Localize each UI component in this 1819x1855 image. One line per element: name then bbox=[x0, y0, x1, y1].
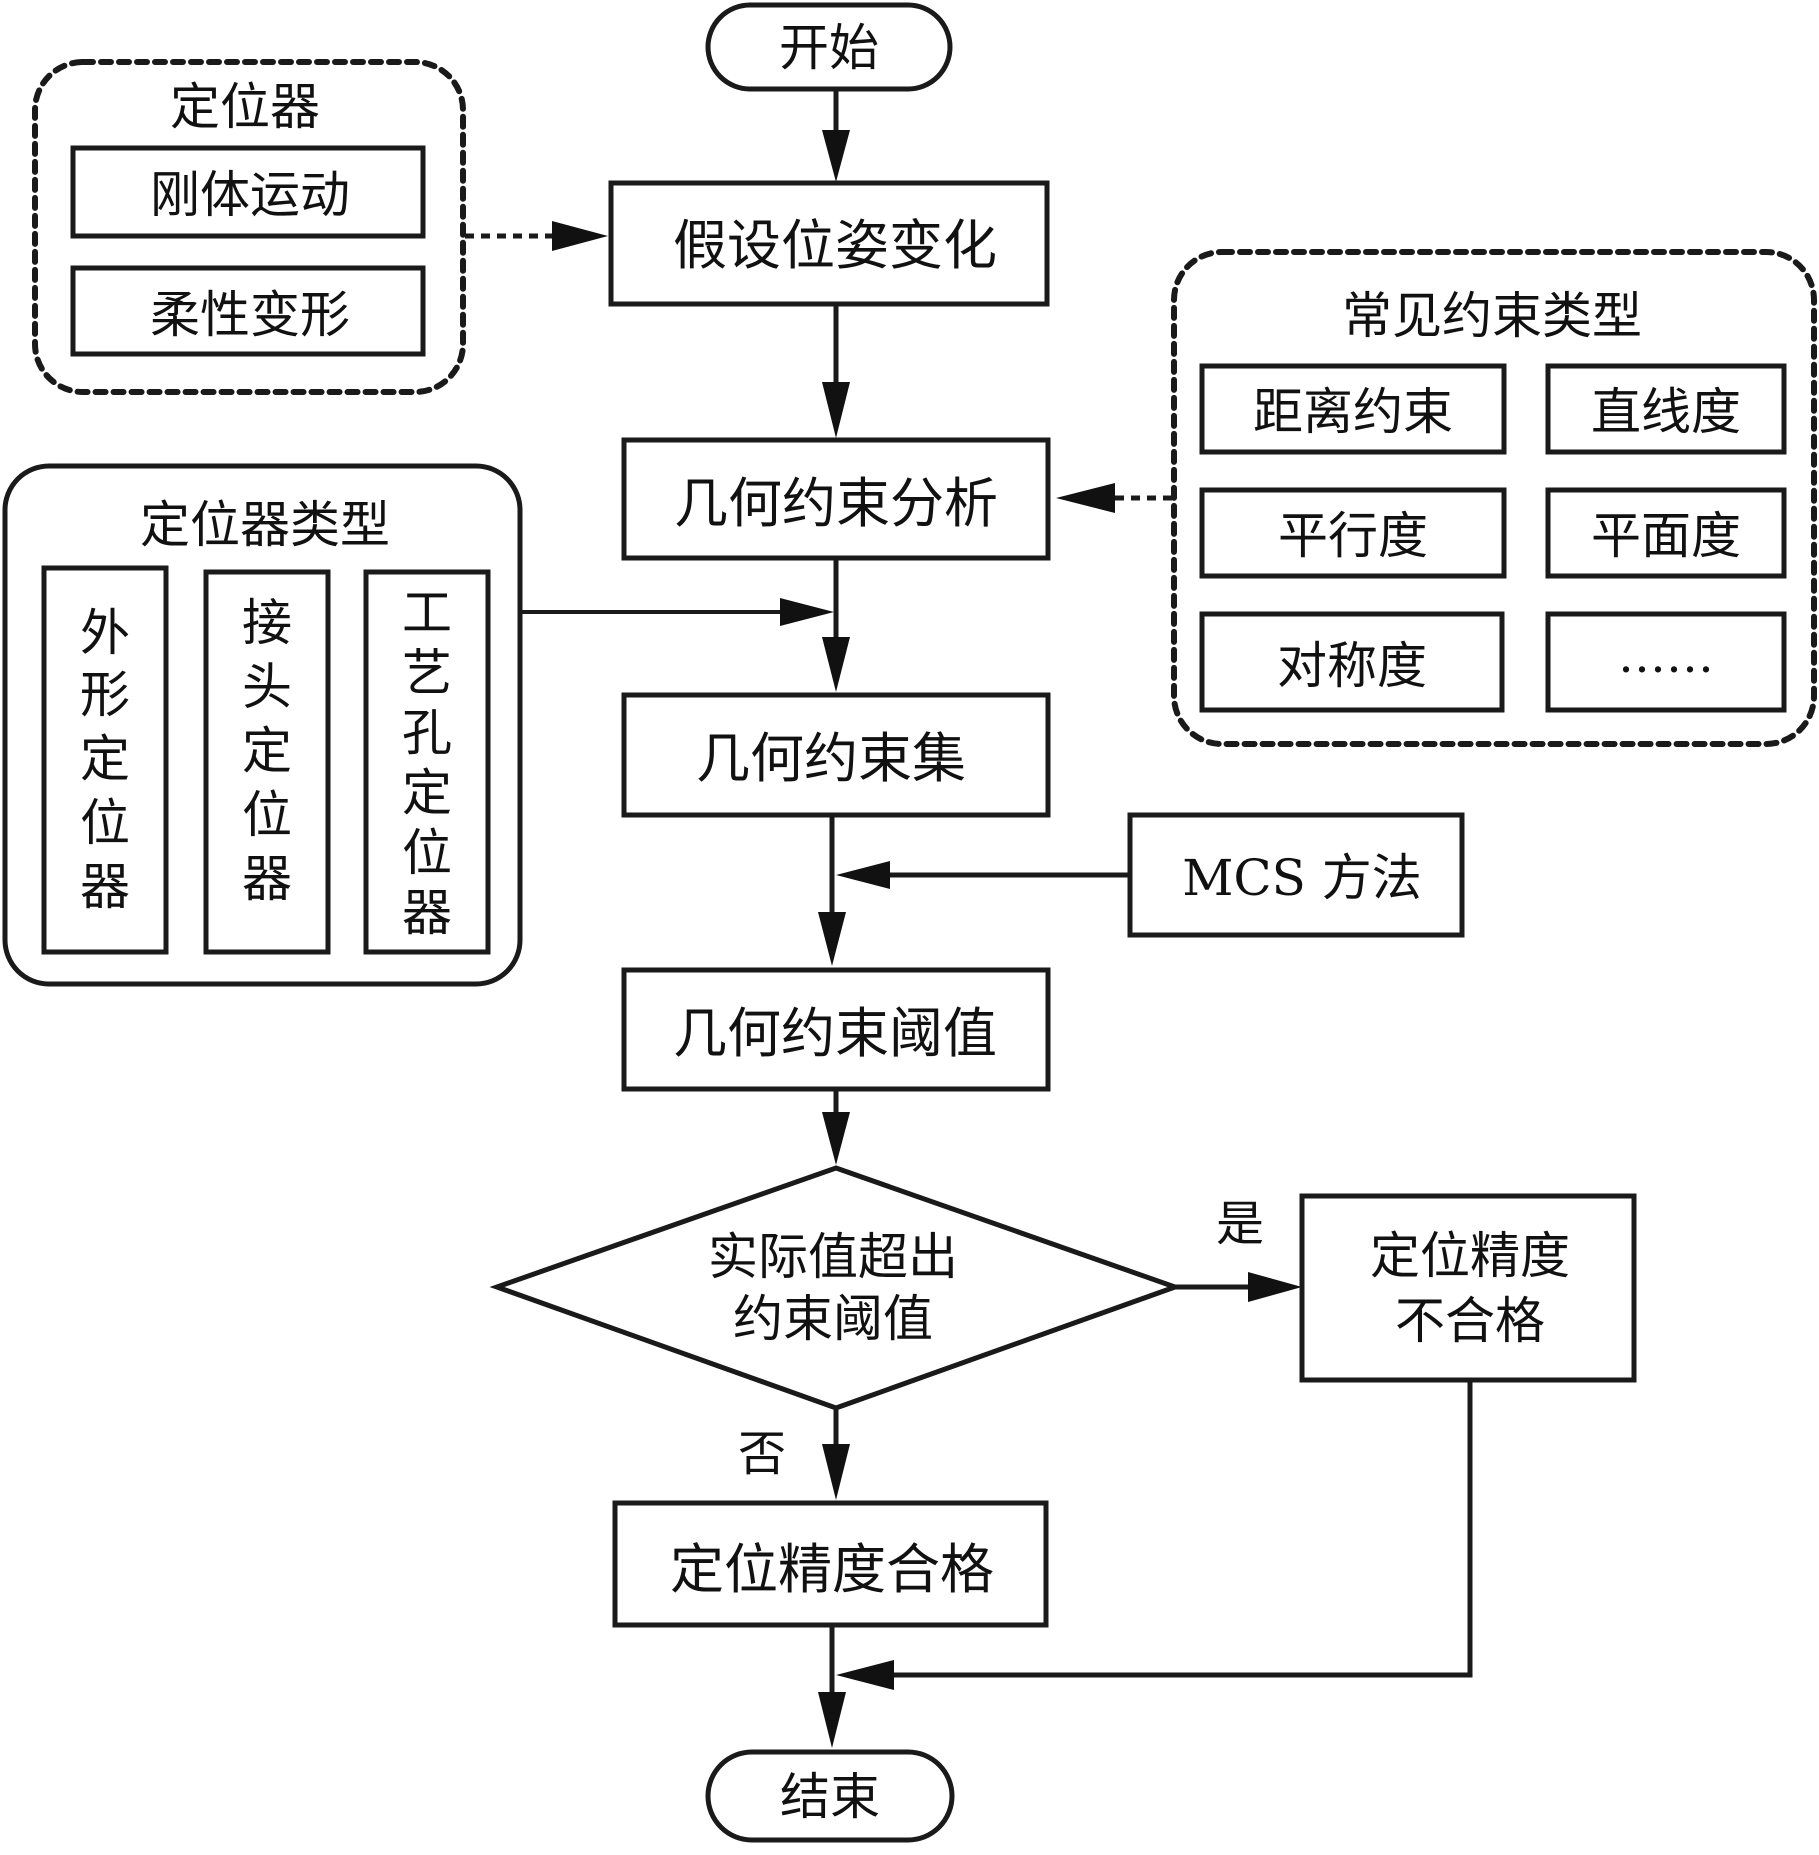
rigid-motion-label: 刚体运动 bbox=[150, 166, 350, 224]
end-node: 结束 bbox=[705, 1749, 955, 1843]
more-types-label: …… bbox=[1618, 628, 1714, 684]
flexible-deformation-label: 柔性变形 bbox=[150, 286, 350, 344]
connector-fail-end bbox=[880, 1380, 1473, 1678]
pose-change-node: 假设位姿变化 bbox=[608, 180, 1050, 307]
svg-text:器: 器 bbox=[80, 858, 130, 916]
arrow-right-icon bbox=[552, 221, 608, 251]
process-hole-locator-label: 工 艺 孔 定 位 器 bbox=[402, 584, 452, 942]
pose-change-label: 假设位姿变化 bbox=[673, 214, 997, 277]
straightness-label: 直线度 bbox=[1591, 383, 1741, 441]
arrow-left-icon bbox=[836, 861, 890, 889]
shape-locator-label: 外 形 定 位 器 bbox=[80, 604, 130, 916]
decision-label-line1: 实际值超出 bbox=[708, 1228, 958, 1286]
svg-text:位: 位 bbox=[242, 786, 292, 844]
svg-text:器: 器 bbox=[242, 850, 292, 908]
no-label: 否 bbox=[738, 1426, 786, 1482]
flatness-label: 平面度 bbox=[1591, 507, 1741, 565]
accuracy-fail-line2: 不合格 bbox=[1395, 1292, 1545, 1350]
parallelism-label: 平行度 bbox=[1278, 507, 1428, 565]
mcs-node: MCS 方法 bbox=[1127, 812, 1465, 938]
locator-group: 定位器 刚体运动 柔性变形 bbox=[32, 59, 466, 395]
accuracy-pass-label: 定位精度合格 bbox=[670, 1538, 994, 1601]
constraint-threshold-node: 几何约束阈值 bbox=[621, 967, 1051, 1092]
joint-locator-label: 接 头 定 位 器 bbox=[242, 594, 292, 908]
arrow-left-icon bbox=[836, 1660, 894, 1690]
constraint-analysis-node: 几何约束分析 bbox=[621, 437, 1051, 561]
svg-text:形: 形 bbox=[80, 666, 130, 724]
distance-constraint-label: 距离约束 bbox=[1253, 383, 1453, 441]
arrow-down-icon bbox=[822, 382, 850, 438]
svg-text:定: 定 bbox=[80, 730, 130, 788]
arrow-right-icon bbox=[1248, 1272, 1302, 1302]
svg-text:位: 位 bbox=[80, 794, 130, 852]
constraint-types-group: 常见约束类型 距离约束 直线度 平行度 平面度 对称度 …… bbox=[1171, 249, 1817, 747]
constraint-set-label: 几何约束集 bbox=[696, 727, 966, 790]
mcs-label: MCS 方法 bbox=[1182, 849, 1422, 907]
arrow-right-icon bbox=[780, 598, 834, 626]
locator-types-title: 定位器类型 bbox=[140, 496, 390, 554]
svg-text:接: 接 bbox=[242, 594, 292, 652]
arrow-down-icon bbox=[822, 130, 850, 182]
accuracy-fail-node: 定位精度 不合格 bbox=[1299, 1193, 1637, 1383]
arrow-left-icon bbox=[1056, 483, 1115, 513]
svg-text:头: 头 bbox=[242, 658, 292, 716]
svg-text:位: 位 bbox=[402, 824, 452, 882]
end-label: 结束 bbox=[780, 1768, 880, 1826]
decision-node: 实际值超出 约束阈值 bbox=[489, 1165, 1183, 1411]
arrow-down-icon bbox=[822, 1112, 850, 1165]
constraint-threshold-label: 几何约束阈值 bbox=[673, 1002, 997, 1065]
arrow-down-icon bbox=[818, 1692, 846, 1748]
arrow-down-icon bbox=[822, 1444, 850, 1500]
yes-label: 是 bbox=[1216, 1196, 1264, 1252]
constraint-set-node: 几何约束集 bbox=[621, 692, 1051, 818]
decision-label-line2: 约束阈值 bbox=[733, 1290, 933, 1348]
svg-text:工: 工 bbox=[402, 584, 452, 642]
arrow-down-icon bbox=[822, 637, 850, 692]
locator-types-group: 定位器类型 外 形 定 位 器 接 头 定 位 器 工 艺 孔 定 位 器 bbox=[2, 463, 523, 987]
symmetry-label: 对称度 bbox=[1277, 637, 1427, 695]
svg-text:艺: 艺 bbox=[402, 644, 452, 702]
svg-text:孔: 孔 bbox=[402, 704, 452, 762]
arrow-down-icon bbox=[818, 912, 846, 966]
svg-text:定: 定 bbox=[242, 722, 292, 780]
svg-text:外: 外 bbox=[80, 604, 130, 662]
start-node: 开始 bbox=[705, 2, 953, 92]
svg-text:定: 定 bbox=[402, 764, 452, 822]
locator-group-title: 定位器 bbox=[170, 78, 320, 136]
constraint-analysis-label: 几何约束分析 bbox=[674, 472, 998, 535]
accuracy-fail-line1: 定位精度 bbox=[1370, 1227, 1570, 1285]
constraint-types-title: 常见约束类型 bbox=[1342, 287, 1642, 345]
start-label: 开始 bbox=[779, 19, 879, 77]
accuracy-pass-node: 定位精度合格 bbox=[612, 1500, 1049, 1628]
svg-text:器: 器 bbox=[402, 884, 452, 942]
